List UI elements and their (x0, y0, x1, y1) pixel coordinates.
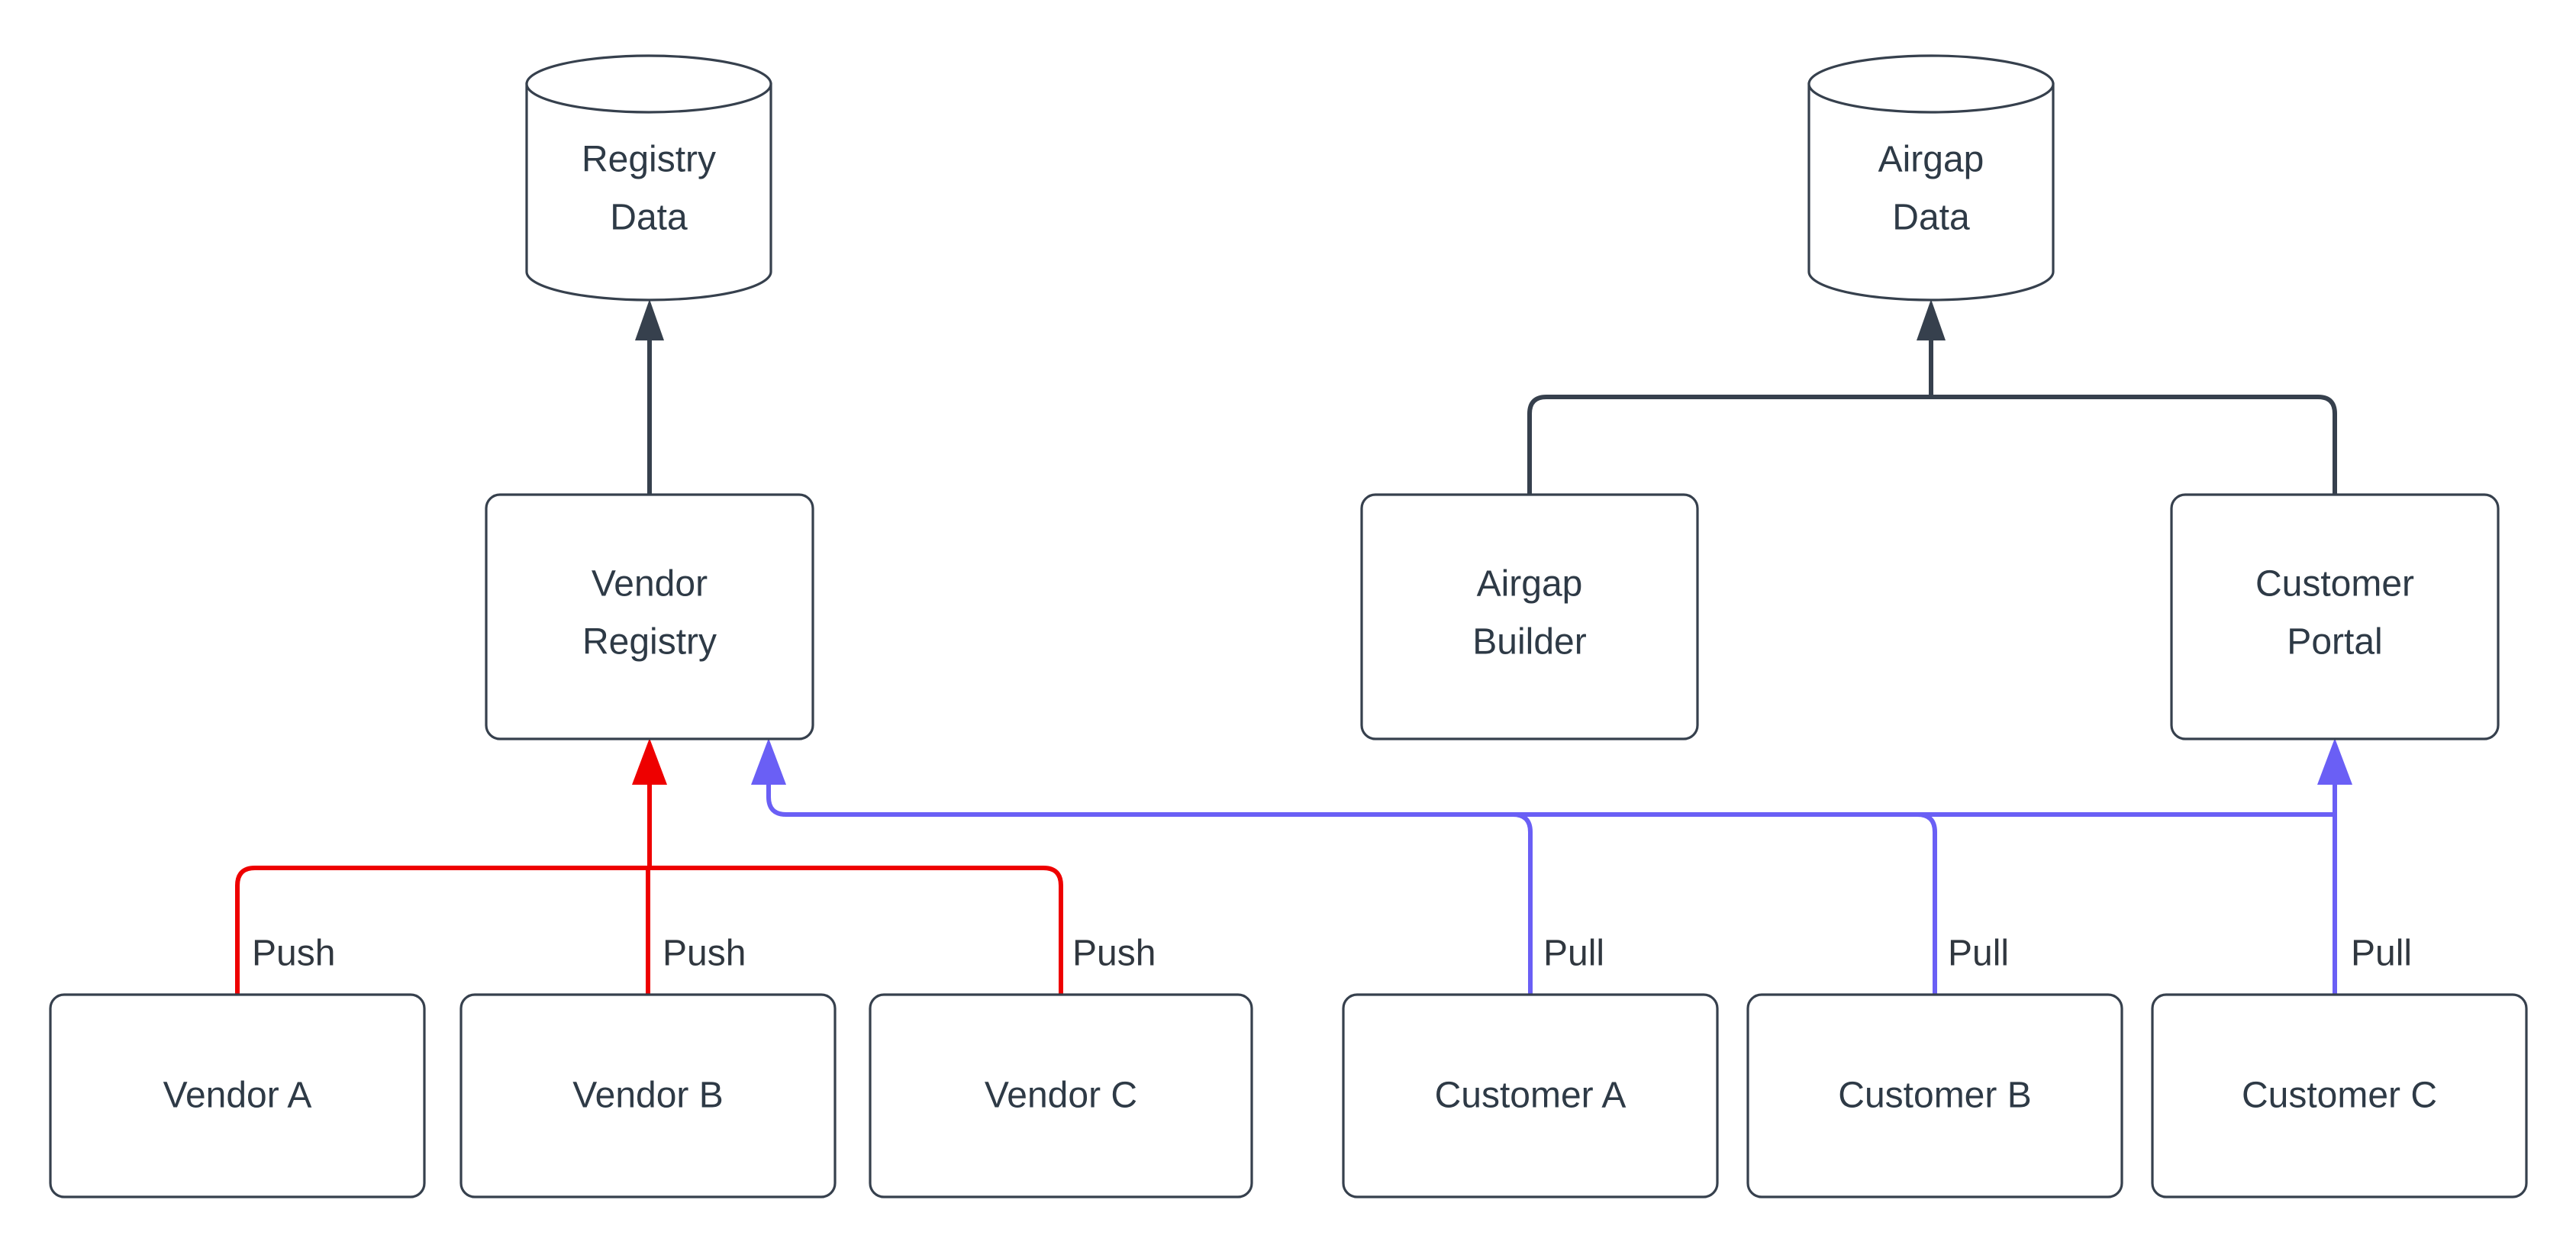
edge-label-push-vendor-b: Push (663, 934, 746, 974)
registry-data-label-line1: Registry (582, 140, 716, 180)
customer-a-label: Customer A (1435, 1076, 1627, 1116)
node-vendor-registry[interactable]: Vendor Registry (485, 493, 814, 740)
node-airgap-data[interactable]: Airgap Data (1807, 54, 2055, 302)
vendor-c-label: Vendor C (985, 1076, 1137, 1116)
registry-data-label-line2: Data (610, 198, 688, 238)
edge-push-riser-to-vendor-registry (632, 738, 667, 868)
customer-portal-label-line1: Customer (2255, 564, 2414, 605)
node-customer-b[interactable]: Customer B (1746, 993, 2123, 1198)
edge-customer-b-pull (786, 812, 1937, 995)
edge-pull-riser-to-vendor-registry (751, 738, 787, 817)
edge-vendor-a-push (235, 866, 650, 995)
edge-airgap-builder-to-airgap-data (1527, 395, 1931, 495)
edge-customer-a-pull (786, 812, 1533, 995)
airgap-data-label-line2: Data (1892, 198, 1970, 238)
edge-vendor-registry-to-registry-data (635, 299, 664, 495)
edge-label-pull-customer-a: Pull (1543, 934, 1604, 974)
vendor-registry-label-line2: Registry (582, 622, 717, 663)
node-customer-a[interactable]: Customer A (1342, 993, 1719, 1198)
vendor-b-label: Vendor B (572, 1076, 723, 1116)
airgap-builder-label-line1: Airgap (1477, 564, 1583, 605)
edge-label-pull-customer-b: Pull (1948, 934, 2009, 974)
edge-vendor-c-push (650, 866, 1063, 995)
airgap-data-label-line1: Airgap (1878, 140, 1984, 180)
node-vendor-c[interactable]: Vendor C (869, 993, 1253, 1198)
edge-customer-portal-to-airgap-data (1931, 395, 2337, 495)
node-airgap-builder[interactable]: Airgap Builder (1360, 493, 1699, 740)
node-registry-data[interactable]: Registry Data (525, 54, 772, 302)
edge-label-pull-customer-c: Pull (2351, 934, 2412, 974)
edge-customer-c-pull (1917, 738, 2352, 995)
vendor-registry-label-line1: Vendor (592, 564, 708, 605)
vendor-a-label: Vendor A (163, 1076, 312, 1116)
edge-label-push-vendor-a: Push (252, 934, 335, 974)
node-customer-portal[interactable]: Customer Portal (2170, 493, 2500, 740)
airgap-builder-label-line2: Builder (1472, 622, 1586, 663)
node-vendor-a[interactable]: Vendor A (49, 993, 426, 1198)
node-customer-c[interactable]: Customer C (2151, 993, 2528, 1198)
customer-c-label: Customer C (2242, 1076, 2437, 1116)
customer-portal-label-line2: Portal (2287, 622, 2382, 663)
node-vendor-b[interactable]: Vendor B (459, 993, 837, 1198)
customer-b-label: Customer B (1838, 1076, 2031, 1116)
edge-label-push-vendor-c: Push (1072, 934, 1156, 974)
edge-airgap-data-riser (1917, 299, 1946, 397)
